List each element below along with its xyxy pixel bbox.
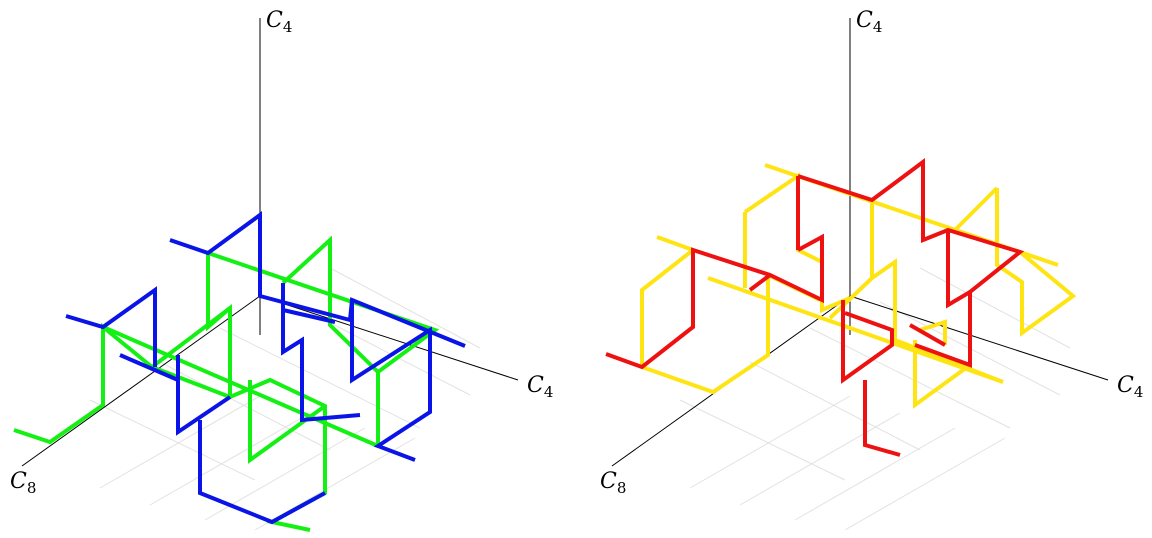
right-floor-grid bbox=[679, 267, 1071, 531]
right-figure: C4 C4 C8 bbox=[600, 8, 1143, 531]
left-green-path bbox=[13, 235, 440, 532]
left-left-axis-label: C8 bbox=[10, 469, 36, 497]
left-right-axis-label: C4 bbox=[527, 373, 553, 401]
left-vertical-axis-label: C4 bbox=[266, 8, 292, 36]
left-blue-path bbox=[65, 211, 466, 525]
left-left-axis bbox=[21, 295, 261, 467]
right-red-path bbox=[605, 158, 1025, 457]
right-left-axis-label: C8 bbox=[600, 469, 626, 497]
left-right-axis bbox=[259, 295, 519, 381]
right-right-axis-label: C4 bbox=[1117, 373, 1143, 401]
right-vertical-axis-label: C4 bbox=[856, 8, 882, 36]
left-figure: C4 C4 C8 bbox=[10, 8, 553, 532]
